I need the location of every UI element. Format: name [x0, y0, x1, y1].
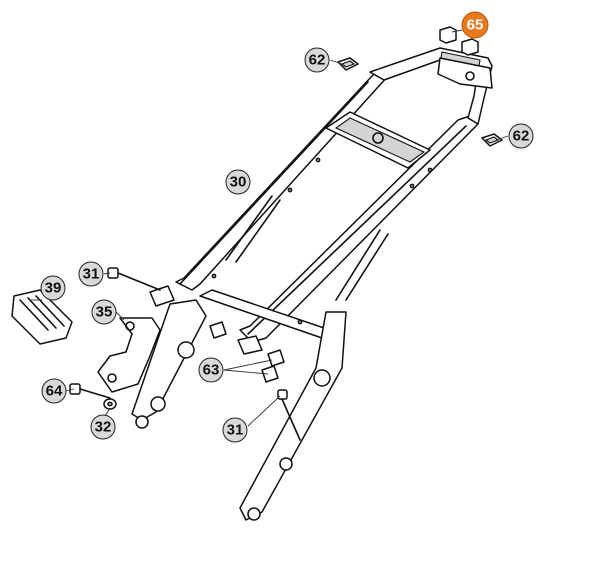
callout-32-label: 32 [95, 419, 112, 436]
clip-nut-part-62-upper[interactable] [337, 57, 359, 71]
callout-64-label: 64 [46, 383, 63, 400]
leader-lines [30, 29, 509, 427]
bolt-part-64[interactable] [69, 383, 111, 399]
callout-64[interactable]: 64 [41, 378, 67, 404]
clip-nut-part-62-right[interactable] [481, 133, 503, 147]
washer-part-32[interactable] [103, 398, 117, 410]
bolt-part-31-upper[interactable] [107, 267, 161, 291]
callout-35-label: 35 [96, 304, 113, 321]
footpeg-part-39[interactable] [11, 289, 73, 345]
callout-65-label: 65 [467, 17, 484, 34]
callout-62-right-label: 62 [513, 128, 530, 145]
callout-31-upper[interactable]: 31 [78, 261, 104, 287]
callout-62-upper[interactable]: 62 [304, 47, 330, 73]
nut-part-65[interactable] [439, 26, 479, 56]
callout-65[interactable]: 65 [461, 11, 489, 39]
callout-63-label: 63 [203, 362, 220, 379]
callout-35[interactable]: 35 [91, 299, 117, 325]
callout-30[interactable]: 30 [225, 169, 251, 195]
callout-30-label: 30 [230, 174, 247, 191]
callout-62-upper-label: 62 [309, 52, 326, 69]
callout-31-lower-label: 31 [227, 422, 244, 439]
callout-62-right[interactable]: 62 [508, 123, 534, 149]
bolt-part-31-lower[interactable] [277, 389, 301, 441]
footpeg-bracket-part-35[interactable] [97, 317, 161, 393]
callout-63[interactable]: 63 [198, 357, 224, 383]
callout-32[interactable]: 32 [90, 414, 116, 440]
callout-39[interactable]: 39 [40, 275, 66, 301]
callout-31-upper-label: 31 [83, 266, 100, 283]
clip-nut-part-63[interactable] [209, 321, 285, 383]
callout-39-label: 39 [45, 280, 62, 297]
callout-31-lower[interactable]: 31 [222, 417, 248, 443]
subframe-part-30[interactable] [131, 47, 493, 521]
